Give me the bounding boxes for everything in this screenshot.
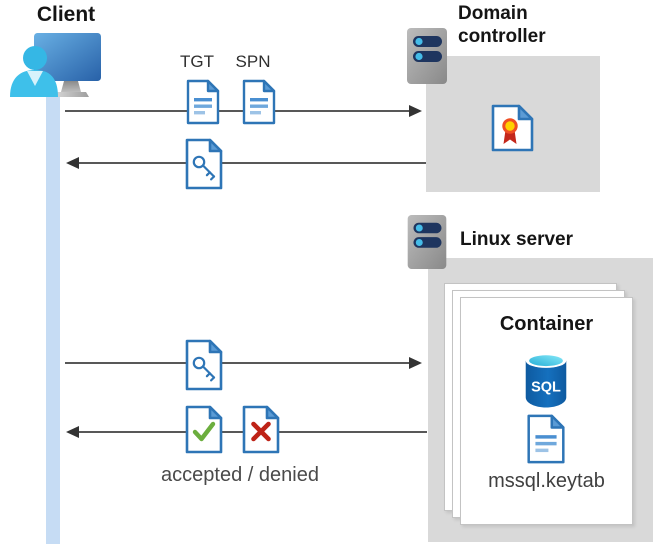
rosette-glyph: [502, 118, 518, 134]
ribbon-glyph: [503, 130, 517, 144]
monitor-icon: [34, 33, 101, 81]
key-glyph: [192, 356, 216, 382]
cross-document-icon: [242, 405, 280, 454]
spn-label: SPN: [235, 52, 271, 71]
container-card: Container SQL mssql.keytab: [460, 297, 633, 525]
domain-controller-title: Domain controller: [458, 3, 546, 48]
linux-server-title: Linux server: [460, 229, 573, 250]
result-label: accepted / denied: [161, 464, 319, 486]
certificate-document-icon: [491, 104, 534, 152]
tgt-label: TGT: [180, 52, 214, 71]
container-title: Container: [499, 313, 594, 335]
key-document-icon: [185, 138, 223, 190]
domain-controller-server-icon: [407, 28, 447, 84]
keytab-file-label: mssql.keytab: [488, 470, 605, 492]
keytab-document-icon: [527, 414, 565, 464]
arrow-client-to-dc: [65, 105, 422, 117]
key-document-icon-2: [185, 339, 223, 391]
check-glyph: [192, 421, 216, 442]
arrow-dc-to-client: [66, 157, 426, 169]
user-workstation-icon: [10, 33, 101, 97]
linux-server-icon: [407, 214, 447, 270]
person-icon: [10, 46, 58, 97]
client-title: Client: [36, 3, 96, 26]
key-glyph: [192, 155, 216, 181]
client-lifeline-bar: [46, 94, 60, 544]
tgt-document-icon: [186, 79, 220, 125]
cross-glyph: [251, 421, 271, 442]
sql-database-icon: SQL: [525, 353, 567, 408]
monitor-stand: [61, 81, 81, 92]
arrow-client-to-linux: [65, 357, 422, 369]
spn-document-icon: [242, 79, 276, 125]
sql-badge-text: SQL: [531, 380, 561, 396]
check-document-icon: [185, 405, 223, 454]
